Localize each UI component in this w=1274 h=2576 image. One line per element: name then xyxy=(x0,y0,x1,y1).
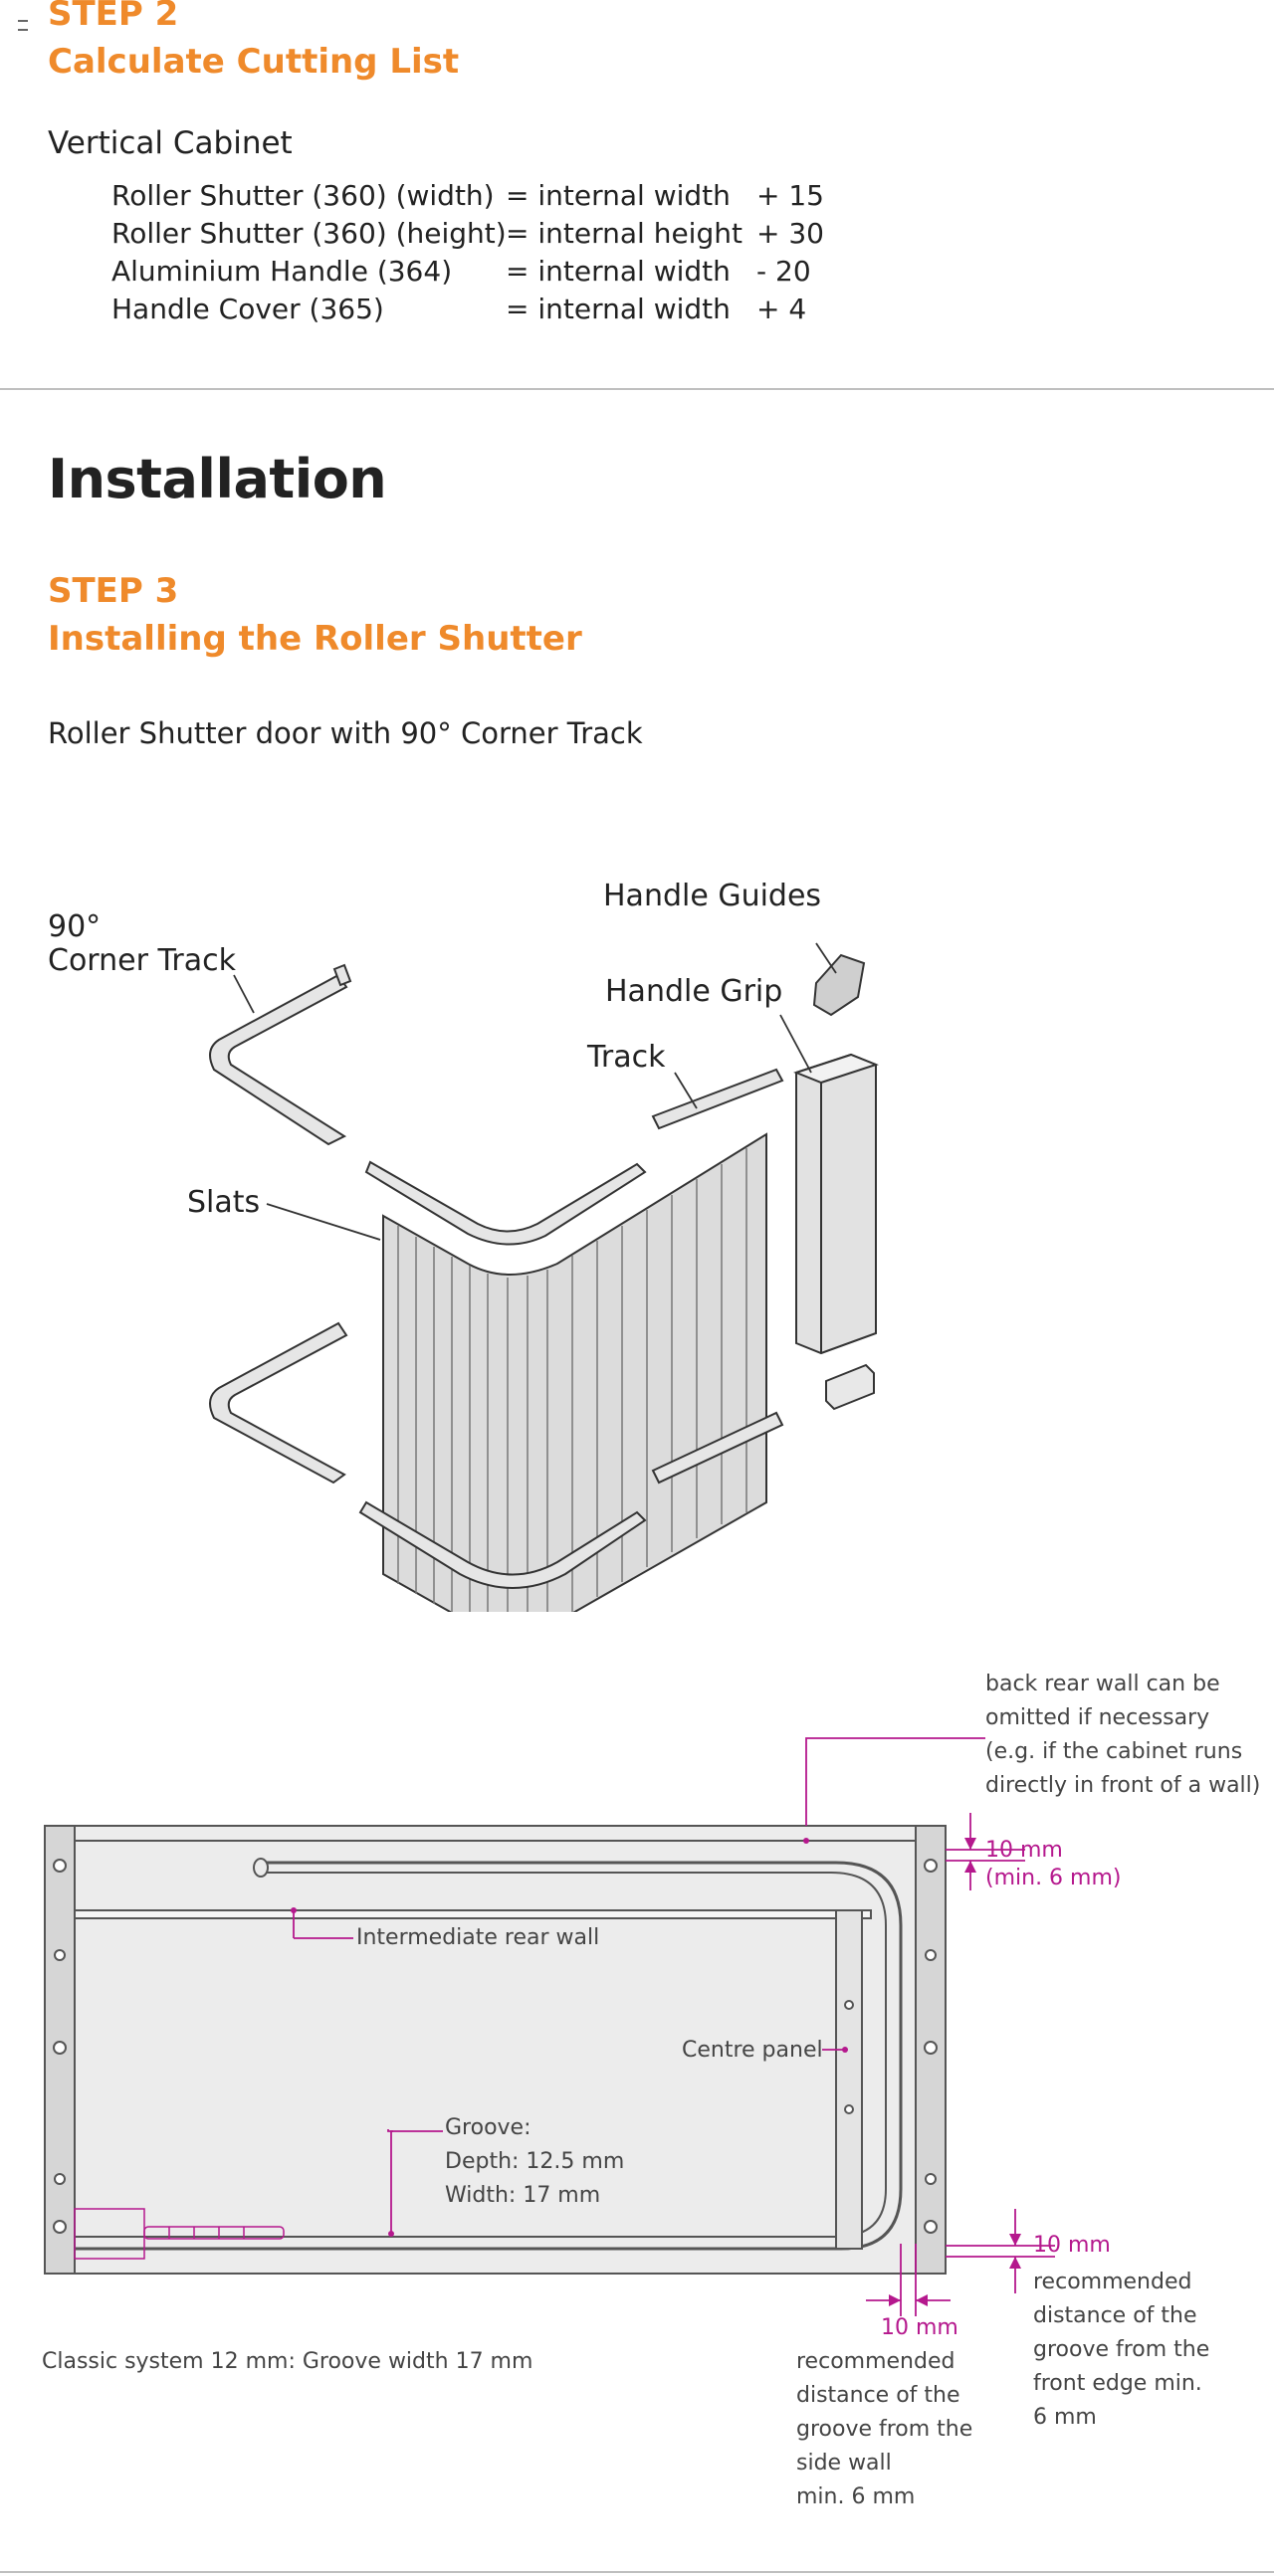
side-note-3: groove from the xyxy=(796,2417,973,2442)
back-wall-note-2: omitted if necessary xyxy=(985,1705,1210,1730)
front-note-2: distance of the xyxy=(1033,2303,1197,2328)
step3-label: STEP 3 xyxy=(48,571,179,611)
groove-width-label: Width: 17 mm xyxy=(445,2183,601,2208)
roller-shutter-subtitle: Roller Shutter door with 90° Corner Trac… xyxy=(48,716,643,750)
top-dimension-label: 10 mm xyxy=(985,1838,1063,1863)
front-note-3: groove from the xyxy=(1033,2337,1210,2362)
section-divider xyxy=(0,388,1274,390)
delta: + 30 xyxy=(756,217,824,250)
front-note-4: front edge min. xyxy=(1033,2371,1202,2396)
back-wall-note-4: directly in front of a wall) xyxy=(985,1773,1261,1798)
back-wall-note-3: (e.g. if the cabinet runs xyxy=(985,1739,1243,1764)
delta: - 20 xyxy=(756,255,811,288)
vertical-cabinet-heading: Vertical Cabinet xyxy=(48,125,293,161)
front-note-5: 6 mm xyxy=(1033,2405,1097,2430)
step2-title: Calculate Cutting List xyxy=(48,42,460,82)
delta: + 4 xyxy=(756,293,807,325)
front-dimension-label: 10 mm xyxy=(1033,2233,1111,2258)
front-note-1: recommended xyxy=(1033,2270,1192,2294)
side-note-5: min. 6 mm xyxy=(796,2484,916,2509)
formula: = internal height xyxy=(506,217,743,250)
corner-track-label-1: 90° xyxy=(48,909,102,944)
slats-label: Slats xyxy=(187,1185,261,1220)
centre-panel-label: Centre panel xyxy=(682,2038,823,2063)
plan-caption: Classic system 12 mm: Groove width 17 mm xyxy=(42,2349,533,2374)
bottom-divider xyxy=(0,2571,1274,2573)
part-name: Roller Shutter (360) (height) xyxy=(111,217,507,250)
handle-guides-label: Handle Guides xyxy=(603,879,822,913)
part-name: Handle Cover (365) xyxy=(111,293,384,325)
part-name: Roller Shutter (360) (width) xyxy=(111,179,495,212)
plan-diagram-drawing xyxy=(44,1737,1055,2316)
back-wall-note-1: back rear wall can be xyxy=(985,1672,1220,1696)
side-note-4: side wall xyxy=(796,2451,892,2476)
step3-title: Installing the Roller Shutter xyxy=(48,619,582,659)
groove-label: Groove: xyxy=(445,2115,531,2140)
side-note-2: distance of the xyxy=(796,2383,960,2408)
plan-diagram: back rear wall can be omitted if necessa… xyxy=(0,1652,1274,2527)
exploded-diagram: 90° Corner Track Slats Handle Guides Han… xyxy=(0,856,1274,1634)
handle-grip-label: Handle Grip xyxy=(605,974,783,1009)
side-note-1: recommended xyxy=(796,2349,956,2374)
formula: = internal width xyxy=(506,293,731,325)
corner-track-label-2: Corner Track xyxy=(48,943,236,978)
formula: = internal width xyxy=(506,179,731,212)
groove-depth-label: Depth: 12.5 mm xyxy=(445,2149,625,2174)
part-name: Aluminium Handle (364) xyxy=(111,255,453,288)
formula: = internal width xyxy=(506,255,731,288)
step2-label: STEP 2 xyxy=(48,0,179,34)
top-dimension-min-label: (min. 6 mm) xyxy=(985,1866,1122,1890)
side-dimension-label: 10 mm xyxy=(881,2315,958,2340)
installation-heading: Installation xyxy=(48,448,387,510)
exploded-diagram-drawing xyxy=(209,942,879,1634)
menu-icon xyxy=(18,20,28,31)
track-label: Track xyxy=(587,1040,666,1075)
intermediate-wall-label: Intermediate rear wall xyxy=(356,1925,600,1950)
delta: + 15 xyxy=(756,179,824,212)
